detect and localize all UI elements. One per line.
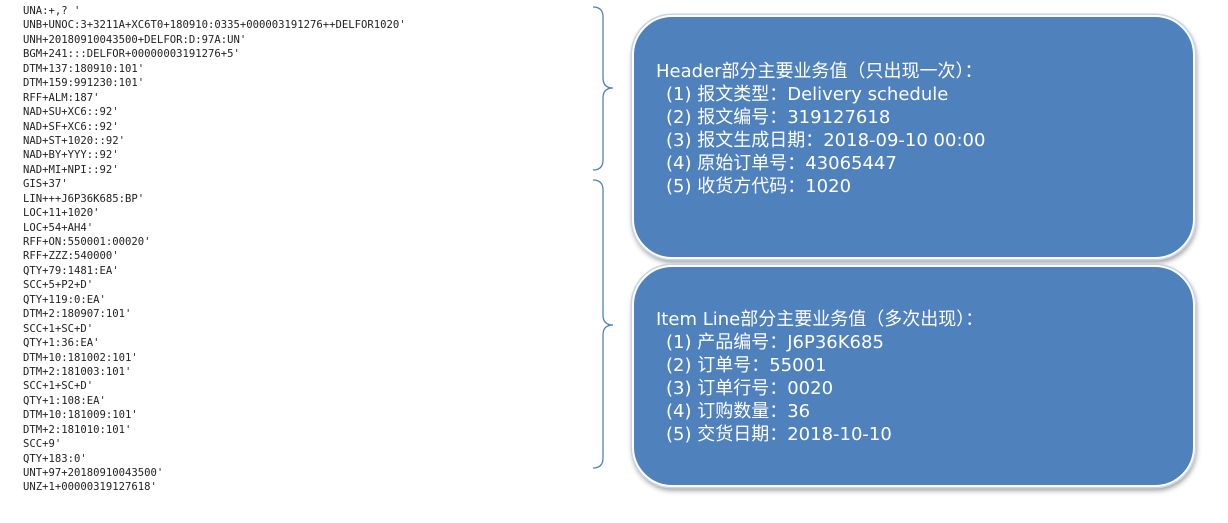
edi-segment-line: DTM+137:180910:101' [23, 62, 145, 75]
edi-segment-line: DTM+10:181002:101' [23, 351, 138, 364]
edi-segment-line: NAD+SF+XC6::92' [23, 120, 119, 133]
item-line-summary-item: (3) 订单行号：0020 [666, 378, 834, 399]
edi-segment-line: UNZ+1+00000319127618' [23, 481, 157, 494]
edi-message-listing: UNA:+,? ' UNB+UNOC:3+3211A+XC6T0+180910:0… [23, 4, 583, 495]
item-line-summary-title: Item Line部分主要业务值（多次出现）： [656, 309, 984, 330]
header-summary-item: (1) 报文类型：Delivery schedule [666, 84, 949, 105]
edi-segment-line: SCC+1+SC+D' [23, 380, 94, 393]
edi-segment-line: DTM+10:181009:101' [23, 409, 138, 422]
edi-segment-line: QTY+183:0' [23, 452, 87, 465]
header-brace [592, 6, 614, 171]
header-summary-box: Header部分主要业务值（只出现一次）： (1) 报文类型：Delivery … [632, 15, 1195, 259]
header-summary-item: (5) 收货方代码：1020 [666, 176, 852, 197]
edi-segment-line: LOC+54+AH4' [23, 221, 94, 234]
edi-segment-line: QTY+119:0:EA' [23, 293, 106, 306]
edi-segment-line: UNT+97+20180910043500' [23, 467, 164, 479]
edi-segment-line: NAD+MI+NPI::92' [23, 163, 119, 176]
edi-segment-line: BGM+241:::DELFOR+00000003191276+5' [23, 48, 240, 61]
edi-segment-line: UNB+UNOC:3+3211A+XC6T0+180910:0335+00000… [23, 19, 406, 32]
edi-segment-line: DTM+159:991230:101' [23, 77, 145, 90]
header-summary-item: (3) 报文生成日期：2018-09-10 00:00 [666, 130, 986, 151]
header-summary-title: Header部分主要业务值（只出现一次）： [656, 61, 983, 82]
item-line-summary-item: (1) 产品编号：J6P36K685 [666, 332, 884, 353]
edi-segment-line: RFF+ZZZ:540000' [23, 250, 119, 263]
item-line-brace [592, 179, 614, 469]
edi-segment-line: DTM+2:181003:101' [23, 365, 132, 378]
edi-segment-line: LOC+11+1020' [23, 207, 100, 220]
edi-segment-line: QTY+1:36:EA' [23, 337, 100, 350]
edi-segment-line: RFF+ON:550001:00020' [23, 236, 151, 248]
edi-segment-line: SCC+1+SC+D' [23, 322, 94, 335]
edi-segment-line: SCC+5+P2+D' [23, 279, 94, 292]
edi-segment-line: RFF+ALM:187' [23, 91, 100, 104]
edi-segment-line: NAD+SU+XC6::92' [23, 106, 119, 119]
item-line-summary-box: Item Line部分主要业务值（多次出现）： (1) 产品编号：J6P36K6… [632, 265, 1195, 487]
edi-segment-line: LIN+++J6P36K685:BP' [23, 192, 145, 205]
item-line-summary-item: (4) 订购数量：36 [666, 401, 811, 422]
header-summary-item: (2) 报文编号：319127618 [666, 107, 891, 128]
edi-segment-line: QTY+79:1481:EA' [23, 264, 119, 277]
header-summary-item: (4) 原始订单号：43065447 [666, 153, 897, 174]
edi-segment-line: NAD+BY+YYY::92' [23, 149, 119, 162]
edi-segment-line: UNA:+,? ' [23, 5, 81, 17]
edi-segment-line: GIS+37' [23, 178, 68, 191]
edi-segment-line: SCC+9' [23, 438, 62, 451]
item-line-summary-item: (2) 订单号：55001 [666, 355, 827, 376]
item-line-summary-item: (5) 交货日期：2018-10-10 [666, 424, 892, 445]
edi-segment-line: DTM+2:180907:101' [23, 308, 132, 321]
edi-segment-line: NAD+ST+1020::92' [23, 134, 126, 147]
edi-segment-line: DTM+2:181010:101' [23, 423, 132, 436]
edi-segment-line: UNH+20180910043500+DELFOR:D:97A:UN' [23, 33, 247, 46]
edi-segment-line: QTY+1:108:EA' [23, 394, 106, 407]
